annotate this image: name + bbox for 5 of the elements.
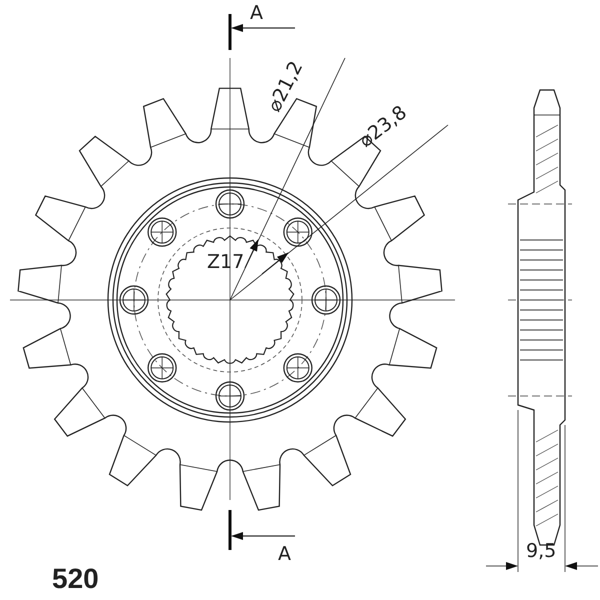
section-letter: A <box>250 4 263 23</box>
section-letter: A <box>278 545 291 564</box>
dimension-label: ⌀21,2 <box>265 58 306 115</box>
dimension-label: 9,5 <box>526 542 556 561</box>
chain-size-label: 520 <box>52 565 99 593</box>
